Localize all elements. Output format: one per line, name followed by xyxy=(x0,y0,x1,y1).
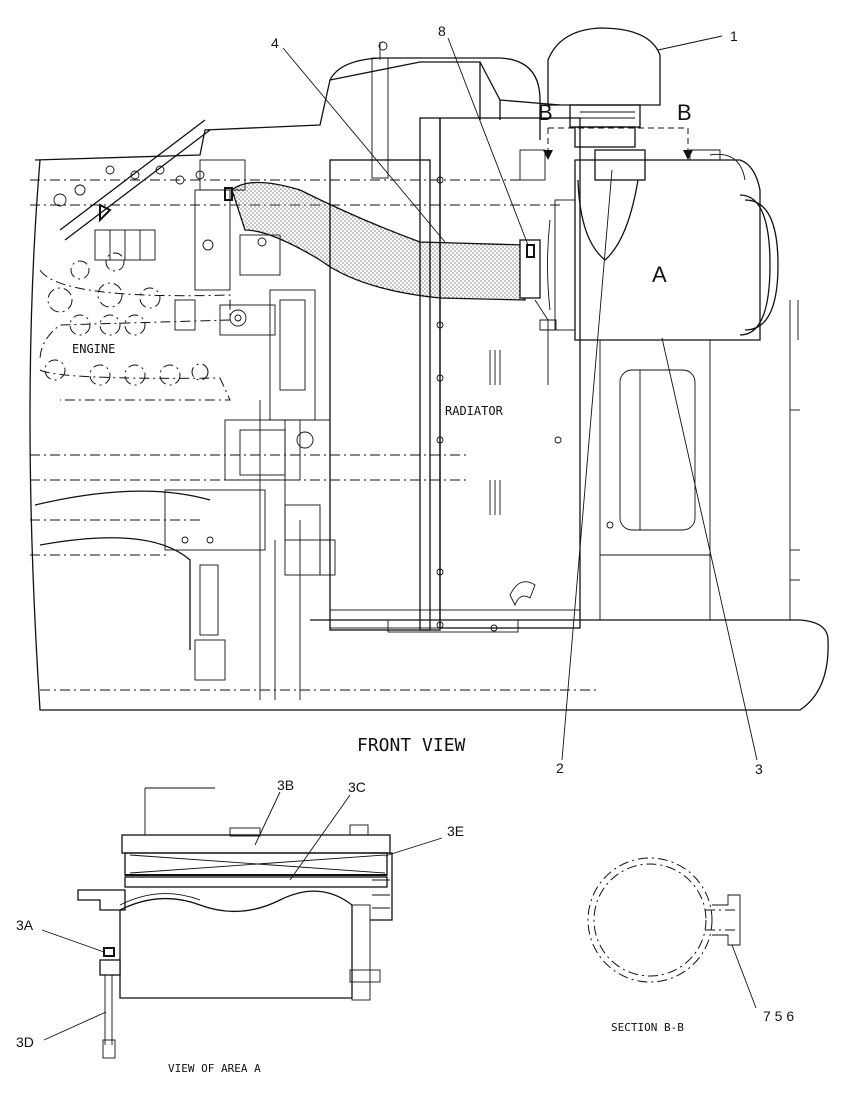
callout-3e: 3E xyxy=(447,823,464,839)
detail-view-drawing xyxy=(77,787,393,1059)
section-marker-right: B xyxy=(677,100,692,125)
callout-8: 8 xyxy=(438,23,446,39)
section-view-title: SECTION B-B xyxy=(611,1021,684,1034)
area-a-label: A xyxy=(652,262,667,287)
engine-label: ENGINE xyxy=(72,342,115,356)
callout-4: 4 xyxy=(271,35,279,51)
detail-view-title: VIEW OF AREA A xyxy=(168,1062,261,1075)
callout-3d: 3D xyxy=(16,1034,34,1050)
section-view-drawing xyxy=(587,857,757,1009)
front-view-title: FRONT VIEW xyxy=(357,735,466,756)
callout-2: 2 xyxy=(556,760,564,776)
section-marker-left: B xyxy=(538,100,553,125)
radiator-label: RADIATOR xyxy=(445,404,504,418)
front-view-callouts: 1 2 3 4 8 xyxy=(271,23,763,777)
callout-3b: 3B xyxy=(277,777,294,793)
callout-7-5-6: 7 5 6 xyxy=(763,1008,794,1024)
callout-1: 1 xyxy=(730,28,738,44)
detail-view-callouts: 3B 3C 3E 3A 3D xyxy=(16,777,464,1050)
callout-3: 3 xyxy=(755,761,763,777)
front-view-drawing xyxy=(29,27,829,711)
callout-3a: 3A xyxy=(16,917,34,933)
callout-3c: 3C xyxy=(348,779,366,795)
